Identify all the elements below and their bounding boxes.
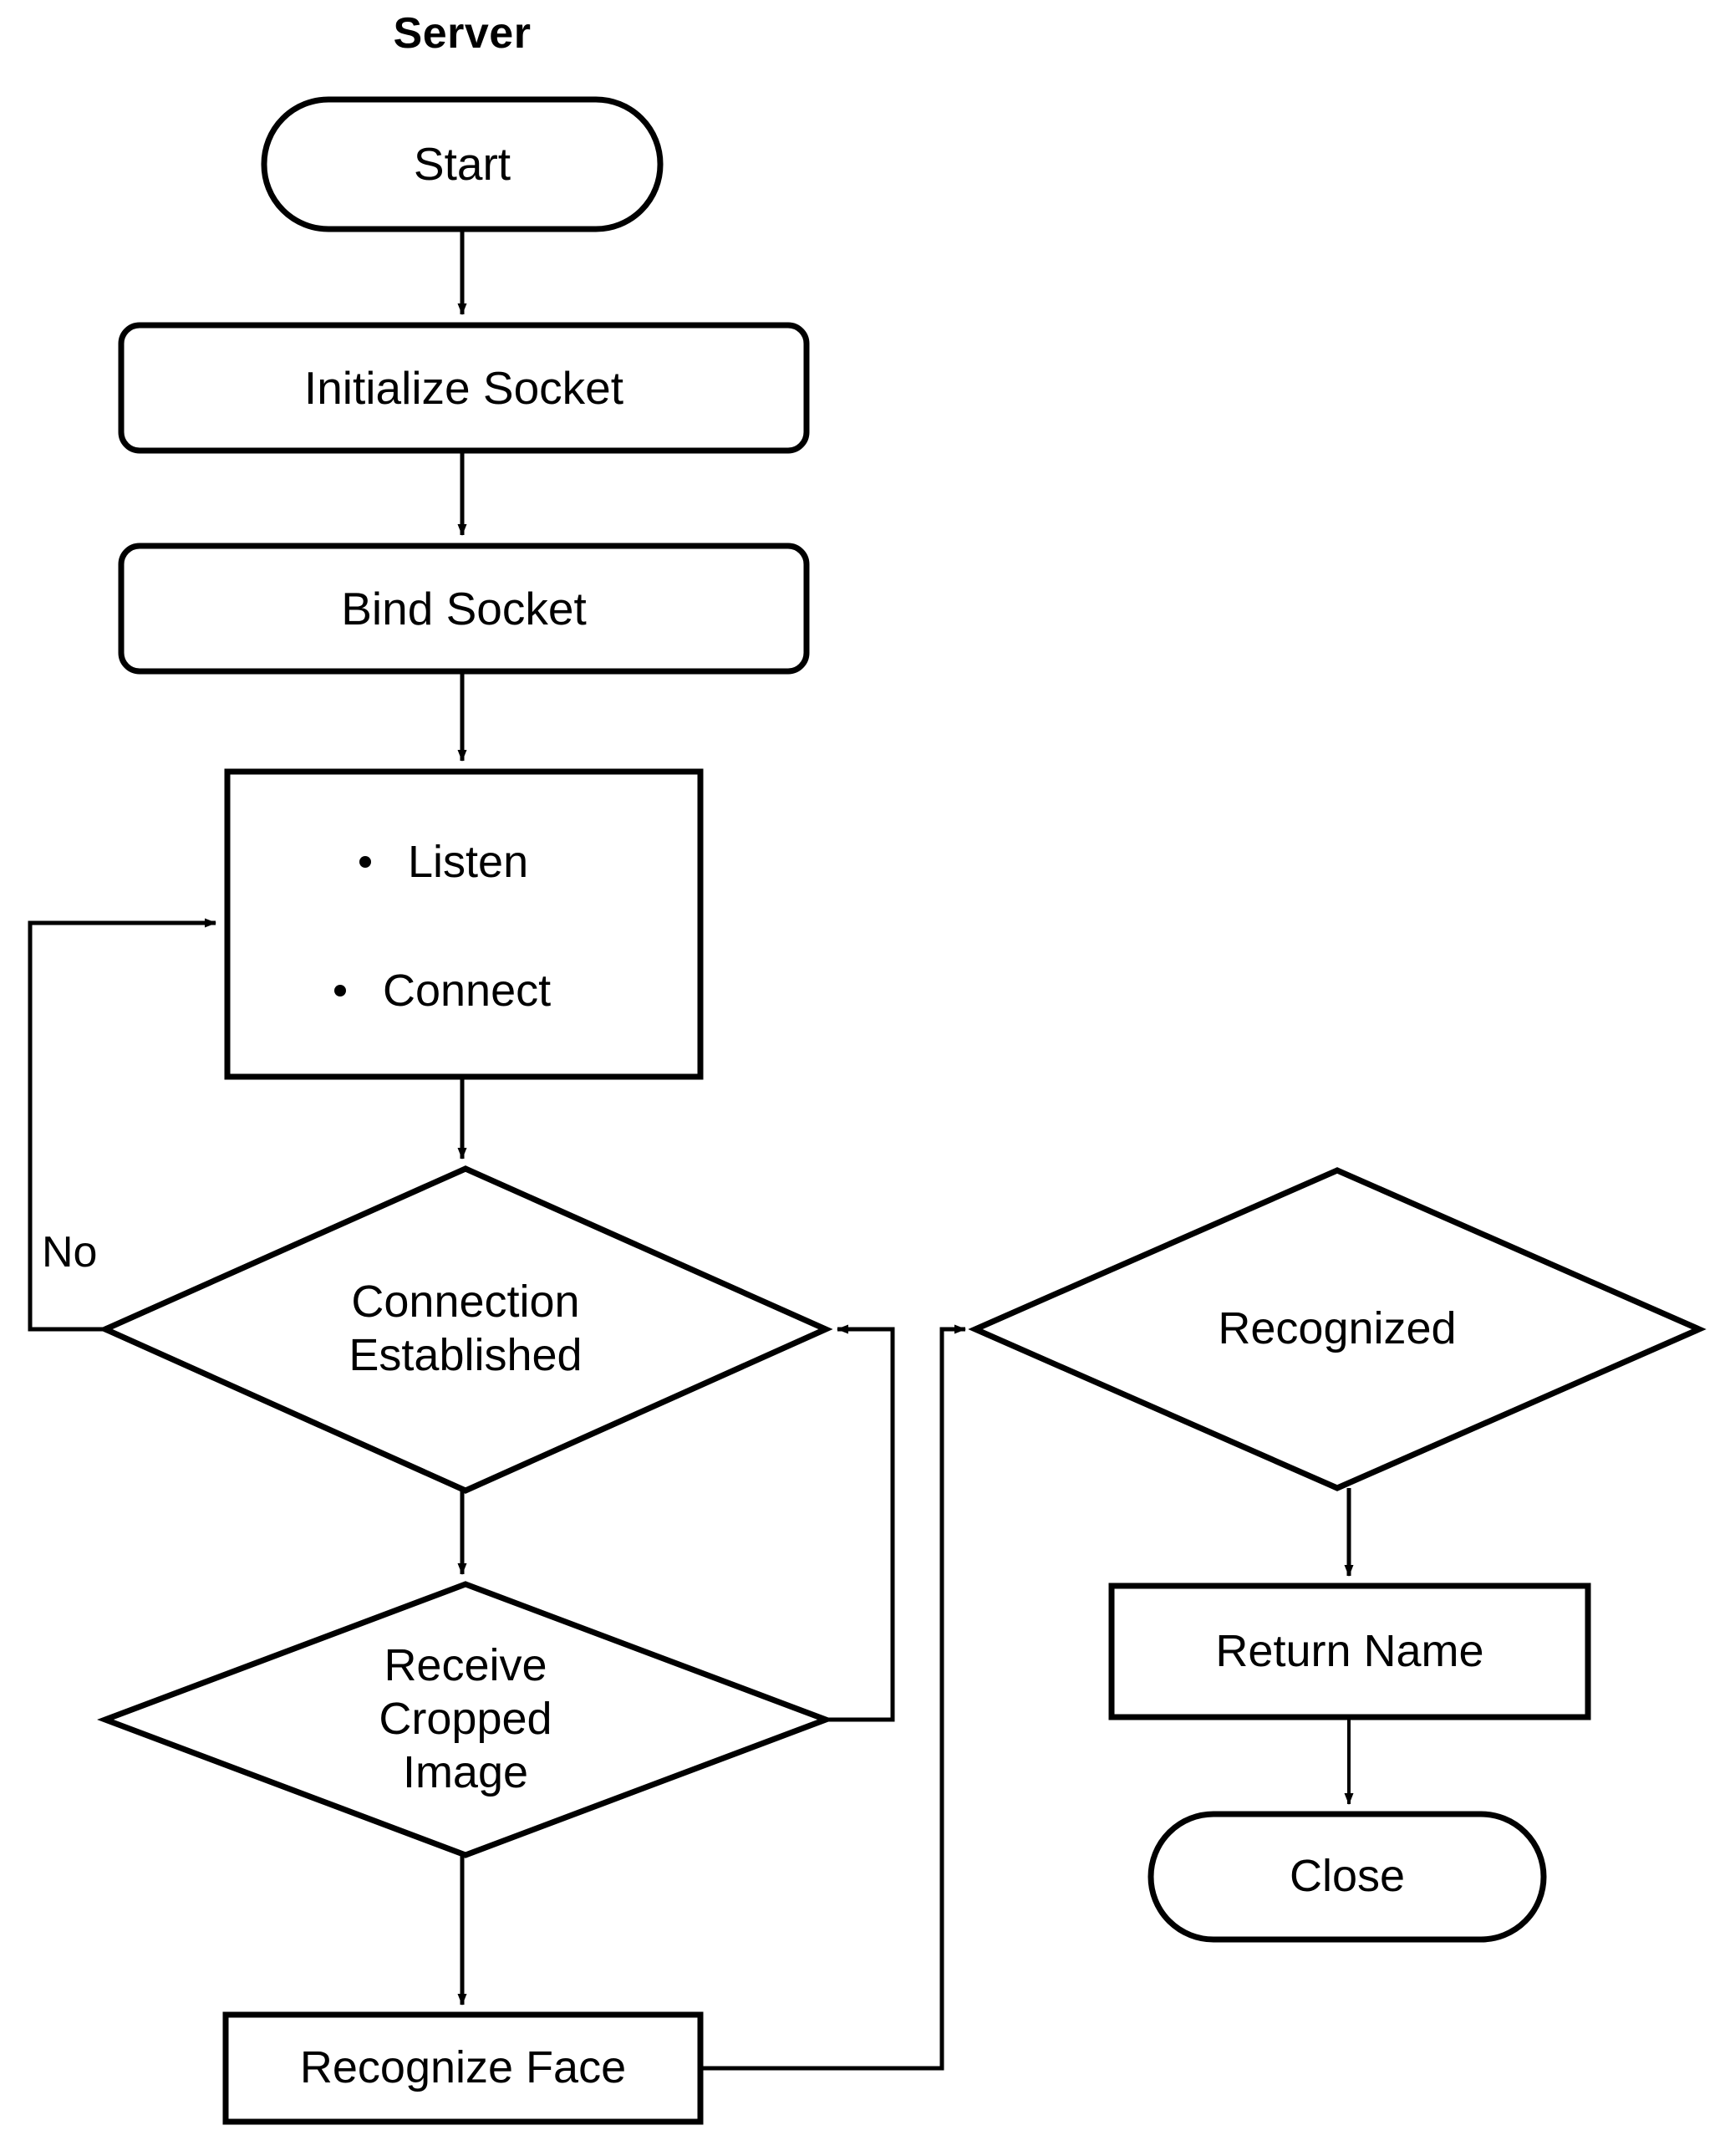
page-title: Server (393, 9, 532, 58)
edge-recognize-face-to-recognized (700, 1324, 966, 2071)
edge-receive-cropped-image-to-connection-established (826, 1324, 895, 1722)
edge-label-no: No (42, 1228, 98, 1277)
node-connection-established-shape (98, 1165, 833, 1494)
node-start-shape (261, 96, 664, 232)
node-close-shape (1147, 1811, 1547, 1943)
node-receive-cropped-image-shape (97, 1581, 834, 1858)
bullet-label: Listen (408, 837, 529, 887)
node-initialize-socket-shape (118, 322, 810, 454)
bullet-label: Connect (383, 966, 552, 1016)
edge-no-loop-back-to-listen-connect (28, 918, 216, 1332)
node-return-name-shape (1108, 1583, 1591, 1720)
node-listen-connect-bullet-connect: Connect (334, 965, 551, 1017)
node-recognize-face-shape (222, 2011, 704, 2125)
node-listen-connect-shape (224, 768, 704, 1080)
bullet-dot-icon (359, 856, 371, 868)
node-listen-connect-bullet-listen: Listen (359, 836, 528, 888)
node-bind-socket-shape (118, 543, 810, 675)
node-recognized-shape (968, 1167, 1707, 1491)
bullet-dot-icon (334, 985, 346, 996)
